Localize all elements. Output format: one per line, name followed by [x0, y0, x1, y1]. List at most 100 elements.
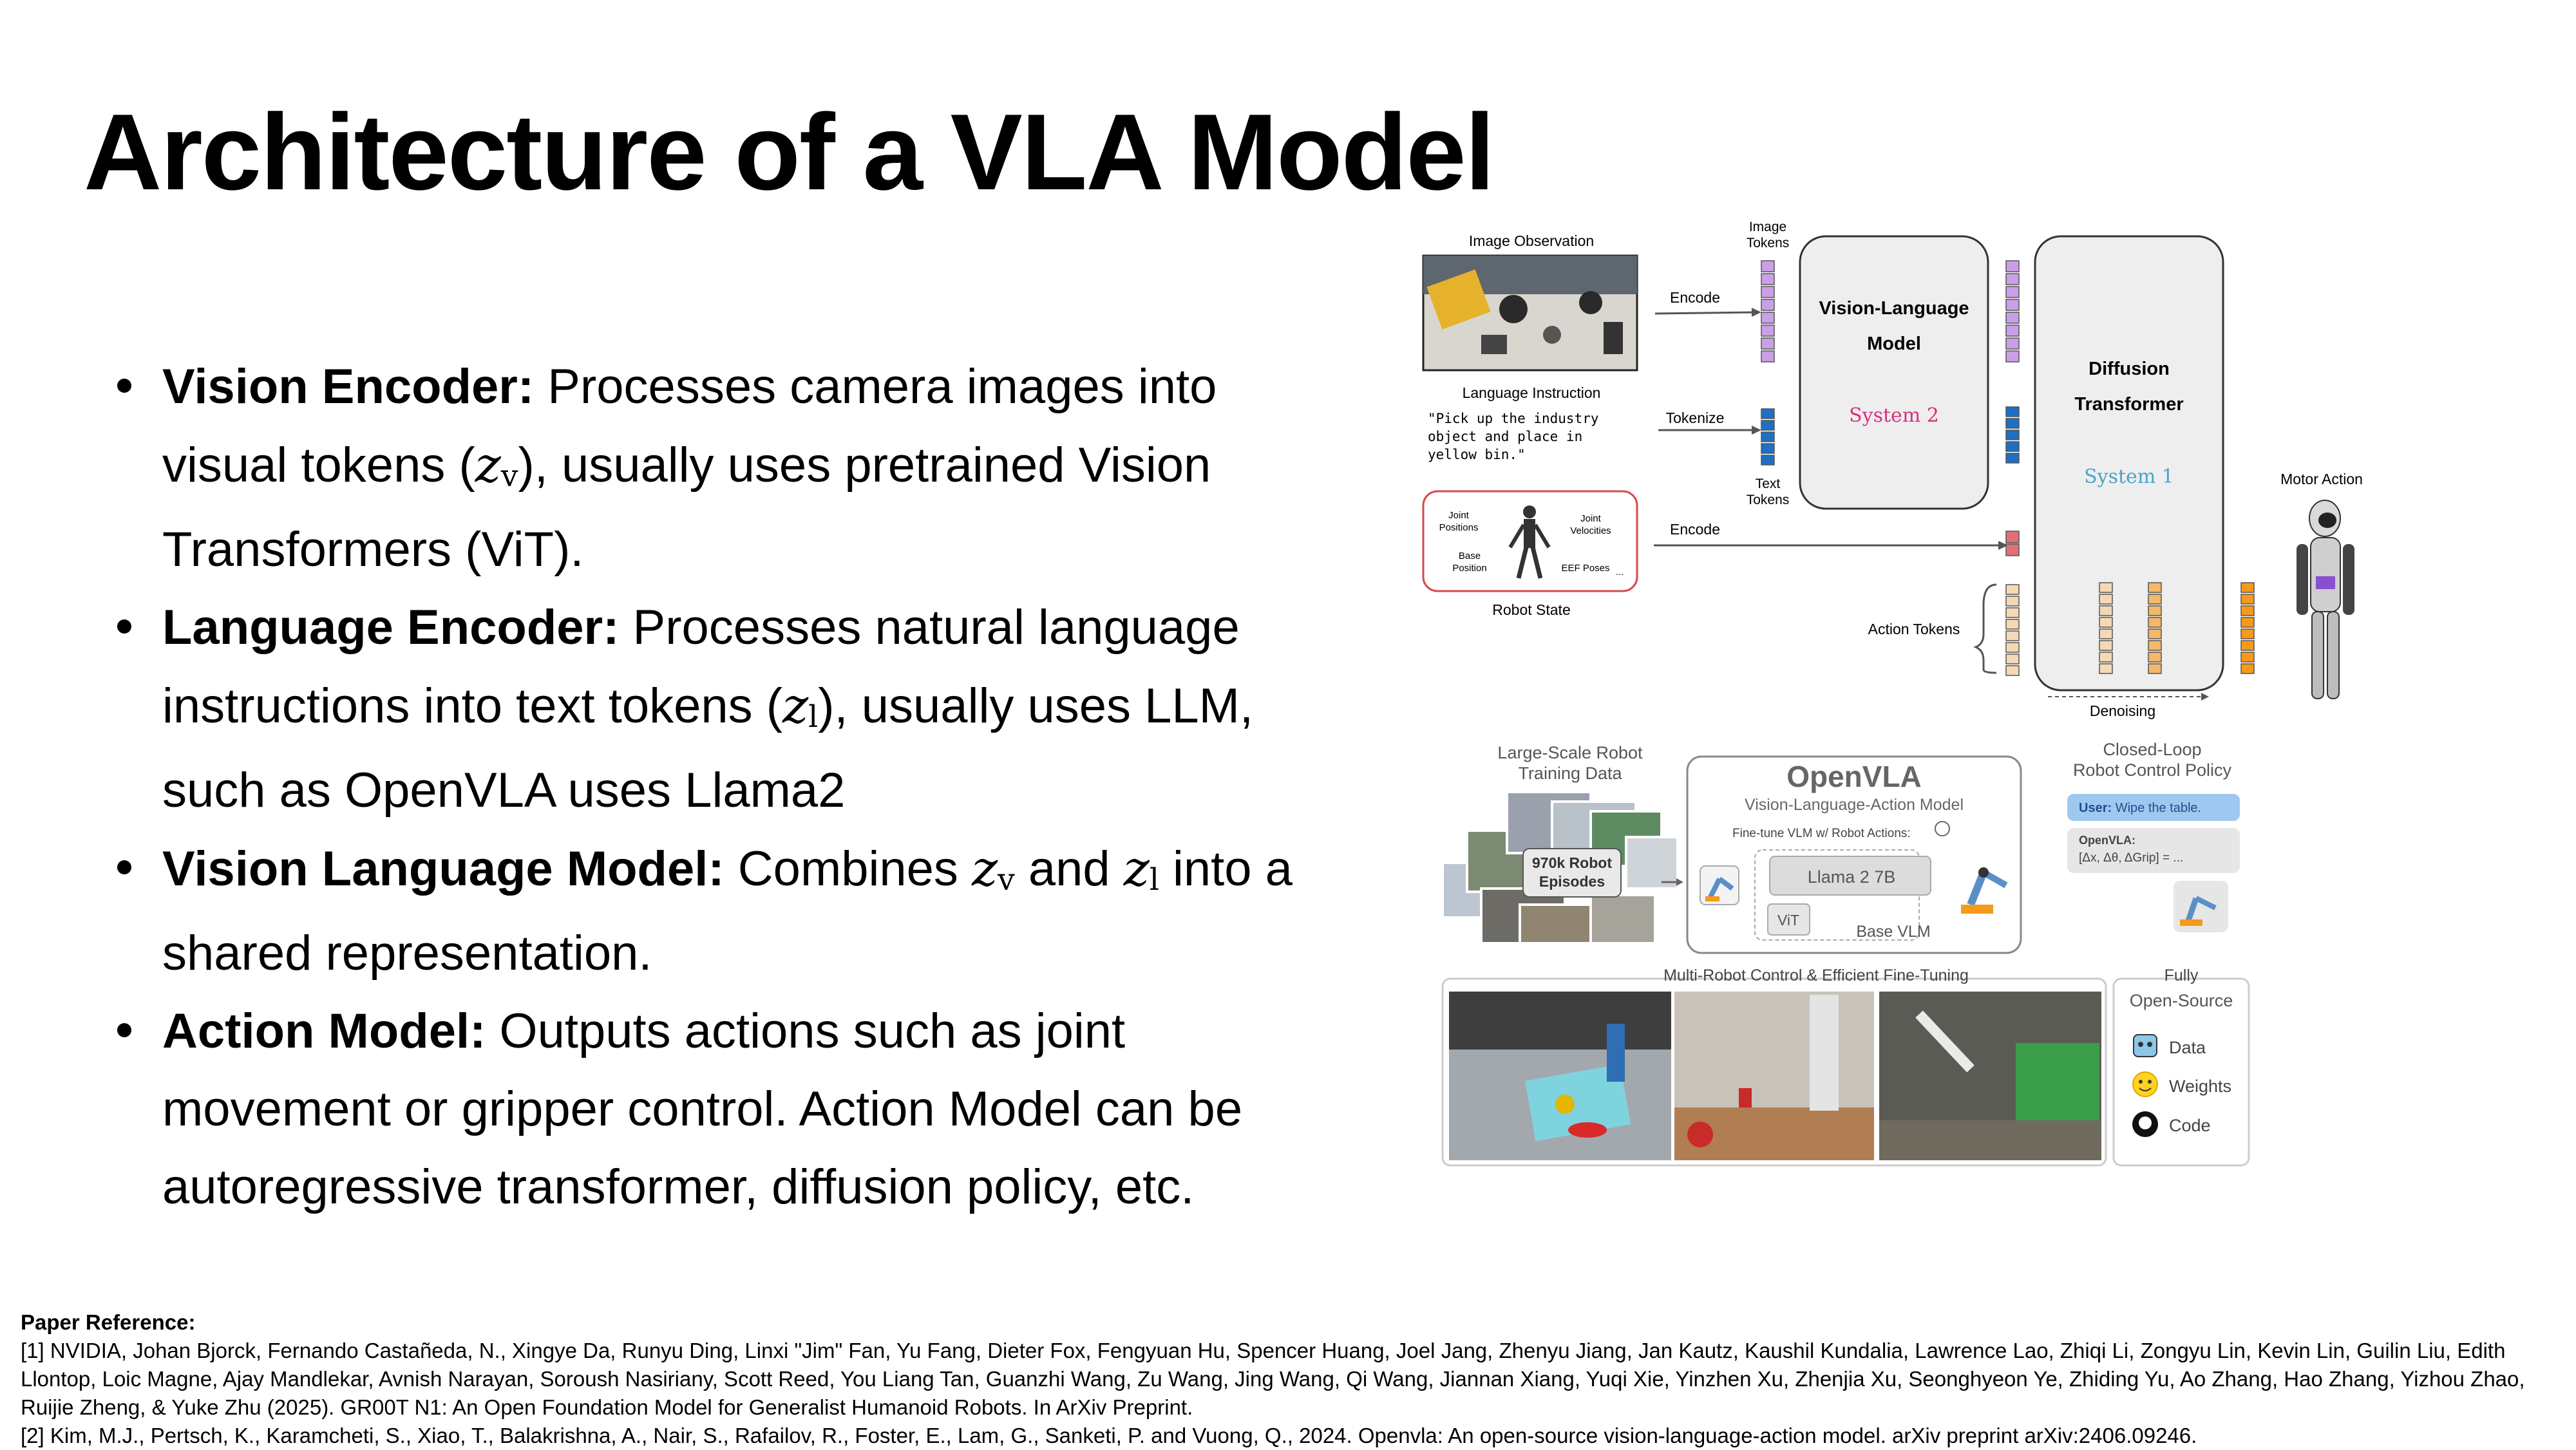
bullet-list: Vision Encoder: Processes camera images …: [103, 348, 1314, 1226]
vlm-output-text-tokens: [2005, 406, 2020, 464]
bullet-text: ), usually uses pretrained Vision Transf…: [162, 438, 1211, 577]
action-token: [2005, 654, 2020, 664]
svg-text:Velocities: Velocities: [1570, 525, 1611, 536]
hugging-face-icon: [2132, 1071, 2158, 1097]
image-token: [2005, 325, 2020, 337]
svg-text:Fully: Fully: [2164, 966, 2199, 984]
image-token: [2005, 312, 2020, 324]
action-token: [2099, 594, 2113, 605]
bullet-text: into a shared representation.: [162, 842, 1293, 981]
image-token: [1761, 273, 1775, 285]
system2-label: System 2: [1849, 404, 1939, 427]
text-token: [1761, 431, 1775, 442]
bullet-vision-encoder: Vision Encoder: Processes camera images …: [103, 348, 1314, 588]
action-token: [2005, 642, 2020, 653]
state-token: [2005, 531, 2020, 543]
action-token: [2005, 596, 2020, 607]
motor-action-token: [2240, 582, 2255, 593]
motor-action-token: [2240, 605, 2255, 616]
bullet-text: Outputs actions such as joint movement o…: [162, 1004, 1243, 1214]
action-token: [2148, 640, 2162, 651]
openvla-figure: Large-Scale Robot Training Data 970k Rob…: [1441, 740, 2250, 1167]
action-token: [2005, 619, 2020, 630]
encode-state-label: Encode: [1670, 521, 1720, 538]
tokenize-label: Tokenize: [1666, 410, 1725, 426]
vision-language-model-box: [1799, 235, 1989, 510]
bullet-language-encoder: Language Encoder: Processes natural lang…: [103, 588, 1314, 829]
image-token: [1761, 260, 1775, 272]
bullet-dot: [117, 860, 131, 874]
bullet-action-model: Action Model: Outputs actions such as jo…: [103, 992, 1314, 1226]
image-token-column: [1761, 260, 1775, 362]
text-token: [1761, 443, 1775, 454]
motor-action-token: [2240, 594, 2255, 605]
bullet-dot: [117, 619, 131, 634]
action-token: [2005, 665, 2020, 676]
motor-action-token: [2240, 617, 2255, 628]
text-token-column: [1761, 408, 1775, 466]
action-token: [2099, 628, 2113, 639]
svg-text:Vision-Language: Vision-Language: [1819, 298, 1969, 319]
action-token: [2099, 652, 2113, 663]
motor-action-tokens: [2240, 582, 2255, 674]
svg-text:Image: Image: [1749, 220, 1786, 234]
svg-text:Fine-tune VLM w/ Robot Actions: Fine-tune VLM w/ Robot Actions:: [1732, 827, 1911, 840]
humanoid-robot-icon: [2297, 500, 2354, 699]
svg-text:Robot Control Policy: Robot Control Policy: [2073, 760, 2232, 780]
text-token: [1761, 408, 1775, 419]
action-token: [2099, 617, 2113, 628]
image-observation-photo: [1422, 254, 1638, 372]
svg-text:Text: Text: [1756, 476, 1781, 491]
action-token: [2148, 663, 2162, 674]
svg-text:[Δx, Δθ, ΔGrip] = ...: [Δx, Δθ, ΔGrip] = ...: [2079, 851, 2183, 865]
svg-text:Multi-Robot Control & Efficien: Multi-Robot Control & Efficient Fine-Tun…: [1663, 966, 1969, 984]
action-token: [2005, 630, 2020, 641]
svg-text:Position: Position: [1452, 563, 1486, 574]
bullet-text: and: [1014, 842, 1124, 896]
reference-openvla: [2] Kim, M.J., Pertsch, K., Karamcheti, …: [21, 1424, 2197, 1447]
state-token: [2005, 543, 2020, 556]
svg-text:Positions: Positions: [1439, 522, 1479, 533]
image-token: [1761, 312, 1775, 324]
svg-text:...: ...: [1616, 567, 1624, 578]
bullet-label: Action Model:: [162, 1004, 486, 1059]
bullet-label: Vision Encoder:: [162, 359, 535, 414]
motor-action-token: [2240, 628, 2255, 639]
text-token: [2005, 406, 2020, 417]
motor-action-token: [2240, 640, 2255, 651]
svg-text:Open-Source: Open-Source: [2130, 991, 2233, 1010]
svg-text:Closed-Loop: Closed-Loop: [2103, 740, 2201, 759]
image-token: [1761, 286, 1775, 298]
image-token: [2005, 299, 2020, 311]
image-token: [1761, 299, 1775, 311]
bullet-vision-language-model: Vision Language Model: Combines zv and z…: [103, 829, 1314, 992]
bullet-text: ), usually uses LLM, such as OpenVLA use…: [162, 679, 1254, 818]
denoising-label: Denoising: [2090, 702, 2155, 719]
math-symbol: zv: [972, 840, 1015, 898]
bullet-dot: [117, 1023, 131, 1037]
state-token-column: [2005, 531, 2020, 556]
references-heading: Paper Reference:: [21, 1310, 196, 1334]
math-symbol: zl: [782, 677, 819, 735]
action-token: [2099, 663, 2113, 674]
action-token: [2148, 628, 2162, 639]
image-token: [2005, 260, 2020, 272]
text-token: [2005, 453, 2020, 464]
motor-action-label: Motor Action: [2280, 471, 2363, 487]
svg-text:Llama 2 7B: Llama 2 7B: [1808, 867, 1896, 887]
motor-action-token: [2240, 652, 2255, 663]
robot-arm-icon: [1961, 867, 2008, 914]
action-token: [2148, 652, 2162, 663]
text-token: [1761, 420, 1775, 431]
diffusion-transformer-box: [2034, 235, 2224, 692]
dit-action-tokens-b: [2148, 582, 2162, 674]
svg-text:yellow bin.": yellow bin.": [1428, 447, 1526, 462]
image-token: [2005, 286, 2020, 298]
action-token: [2005, 584, 2020, 595]
text-token: [2005, 441, 2020, 452]
action-token: [2148, 582, 2162, 593]
svg-text:Joint: Joint: [1448, 510, 1470, 521]
svg-text:Data: Data: [2169, 1038, 2206, 1057]
svg-text:Code: Code: [2169, 1116, 2211, 1135]
system1-label: System 1: [2084, 466, 2174, 488]
